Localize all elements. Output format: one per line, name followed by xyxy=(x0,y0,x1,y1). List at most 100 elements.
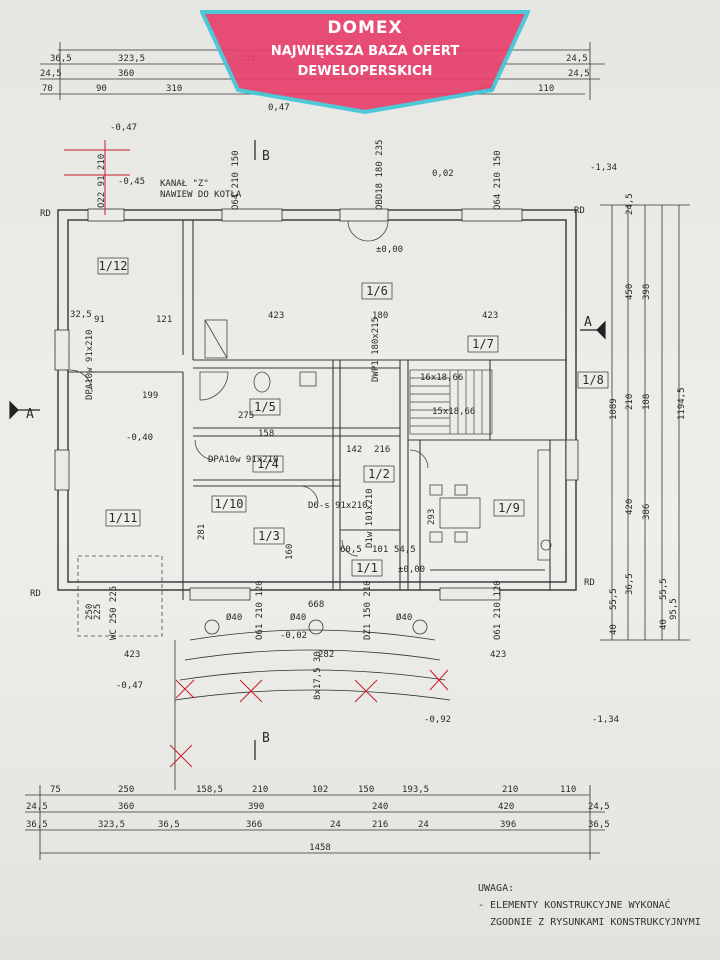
bottom-dim-r2-4: 420 xyxy=(498,802,514,812)
right-dim-second-1: 188 xyxy=(642,394,652,410)
level-entrance: -0,02 xyxy=(280,631,307,641)
room-label-1-10: 1/10 xyxy=(215,497,244,511)
label-ent-diam-1: Ø40 xyxy=(226,612,242,623)
int-dim-54-5: 54,5 xyxy=(394,545,416,555)
int-dim-225: 225 xyxy=(93,604,103,620)
bottom-dim-r2-0: 24,5 xyxy=(26,802,48,812)
top-dim-r1-right0: 24,5 xyxy=(566,54,588,64)
int-dim-lower-2: 423 xyxy=(490,650,506,660)
level-top-left: -0,47 xyxy=(110,123,137,133)
label-door-dwp1: DWP1 180x215 xyxy=(371,317,381,382)
int-dim-293: 293 xyxy=(427,509,437,525)
int-dim-158: 158 xyxy=(258,429,274,439)
entrance-terrace xyxy=(174,619,451,790)
top-dim-r3-2: 310 xyxy=(166,84,182,94)
room-label-1-9: 1/9 xyxy=(498,501,520,515)
bottom-dim-r2-5: 24,5 xyxy=(588,802,610,812)
bottom-dim-r1-2: 158,5 xyxy=(196,785,223,795)
bottom-dimension-lines xyxy=(25,785,605,860)
room-label-1-7: 1/7 xyxy=(472,337,494,351)
bottom-dim-total: 1458 xyxy=(309,843,331,853)
label-door-d6s: D6-s 91x210 xyxy=(308,501,368,511)
label-door-dz1: DZ1 150 210 xyxy=(363,580,373,640)
corner-label-tl: RD xyxy=(40,209,51,219)
room-label-1-1: 1/1 xyxy=(356,561,378,575)
label-door-d1w: D1w 101x210 xyxy=(365,488,375,548)
section-b-bottom: B xyxy=(262,731,270,746)
bottom-dim-r1-1: 250 xyxy=(118,785,134,795)
level-top-mid2: 0,02 xyxy=(432,169,454,179)
windows xyxy=(54,208,579,601)
right-dim-second-0: 398 xyxy=(642,284,652,300)
bottom-dim-r2-2: 390 xyxy=(248,802,264,812)
level-top-kanal: -0,45 xyxy=(118,177,145,187)
top-dim-r3-1: 90 xyxy=(96,84,107,94)
int-dim-275: 275 xyxy=(238,411,254,421)
label-window-o61-right: O61 210 120 xyxy=(493,580,503,640)
construction-note: UWAGA: - ELEMENTY KONSTRUKCYJNE WYKONAĆ … xyxy=(478,880,718,931)
room-label-1-4: 1/4 xyxy=(257,457,279,471)
right-dim-inner-0: 24,5 xyxy=(625,193,635,215)
exterior-walls xyxy=(57,209,577,591)
int-dim-101: 101 xyxy=(372,545,388,555)
int-dim-160: 160 xyxy=(285,544,295,560)
int-dim-main-0: 423 xyxy=(268,311,284,321)
int-dim-main-1: 180 xyxy=(372,311,388,321)
right-dim-second-3: 55,5 xyxy=(659,578,669,600)
right-dim-mid-0: 1089 xyxy=(609,398,619,420)
level-hall: ±0,00 xyxy=(398,565,425,575)
right-dim-inner-4: 36,5 xyxy=(625,573,635,595)
banner-subtitle-line2: DEWELOPERSKICH xyxy=(297,64,433,79)
bottom-dim-r1-5: 150 xyxy=(358,785,374,795)
room-label-1-6: 1/6 xyxy=(366,284,388,298)
room-label-1-2: 1/2 xyxy=(368,467,390,481)
int-dim-60-5: 60,5 xyxy=(340,545,362,555)
int-dim-142: 142 xyxy=(346,445,362,455)
right-dimension-lines xyxy=(600,204,690,641)
label-ent-diam-2: Ø40 xyxy=(290,612,306,623)
right-dim-second-5: 95,5 xyxy=(669,598,679,620)
bottom-dim-r1-3: 210 xyxy=(252,785,268,795)
int-dim-281: 281 xyxy=(197,524,207,540)
int-dim-668: 668 xyxy=(308,600,324,610)
label-window-o64-right: O64 210 150 xyxy=(493,150,503,210)
label-window-o61-left: O61 210 120 xyxy=(255,580,265,640)
level-front-left: -0,47 xyxy=(116,681,143,691)
level-steps: -0,92 xyxy=(424,715,451,725)
bottom-dim-r3-1: 323,5 xyxy=(98,820,125,830)
right-dim-second-4: 40 xyxy=(659,619,669,630)
top-dim-r1-0: 36,5 xyxy=(50,54,72,64)
banner-subtitle-line1: NAJWIĘKSZA BAZA OFERT xyxy=(270,44,460,59)
bottom-dim-r3-4: 24 xyxy=(330,820,341,830)
bottom-dim-r3-6: 24 xyxy=(418,820,429,830)
note-line2: ZGODNIE Z RYSUNKAMI KONSTRUKCYJNYMI xyxy=(490,917,701,928)
label-window-o22: O22 91 210 xyxy=(97,154,107,208)
int-dim-left-1: 91 xyxy=(94,315,105,325)
label-nawiew: NAWIEW DO KOTŁA xyxy=(160,190,242,200)
bottom-dim-r1-6: 193,5 xyxy=(402,785,429,795)
int-dim-199: 199 xyxy=(142,391,158,401)
top-dim-r2-1: 360 xyxy=(118,69,134,79)
room-label-1-3: 1/3 xyxy=(258,529,280,543)
bottom-dim-r3-5: 216 xyxy=(372,820,388,830)
red-annotations xyxy=(64,140,449,768)
banner-shape xyxy=(200,10,530,115)
domex-watermark-banner: DOMEX NAJWIĘKSZA BAZA OFERT DEWELOPERSKI… xyxy=(200,10,530,115)
top-dim-r2-2: 24,5 xyxy=(568,69,590,79)
bottom-dim-r3-3: 366 xyxy=(246,820,262,830)
bottom-dim-r3-2: 36,5 xyxy=(158,820,180,830)
banner-title: DOMEX xyxy=(327,18,403,38)
int-dim-left-0: 32,5 xyxy=(70,310,92,320)
right-dim-mid-2: 40 xyxy=(609,624,619,635)
label-door-dpa10w-mid: DPA10w 91x210 xyxy=(208,455,278,465)
garage-bay xyxy=(77,555,163,637)
label-terrace: 8x17,5 30 xyxy=(313,651,323,700)
interior-walls xyxy=(68,220,566,600)
kitchen-furniture xyxy=(429,449,552,561)
section-a-left: A xyxy=(26,407,34,422)
note-line1: - ELEMENTY KONSTRUKCYJNE WYKONAĆ xyxy=(478,900,671,911)
label-stairs-top: 16x18,66 xyxy=(420,373,463,383)
right-dim-second-2: 386 xyxy=(642,504,652,520)
label-window-obd18: OBD18 180 235 xyxy=(375,140,385,210)
